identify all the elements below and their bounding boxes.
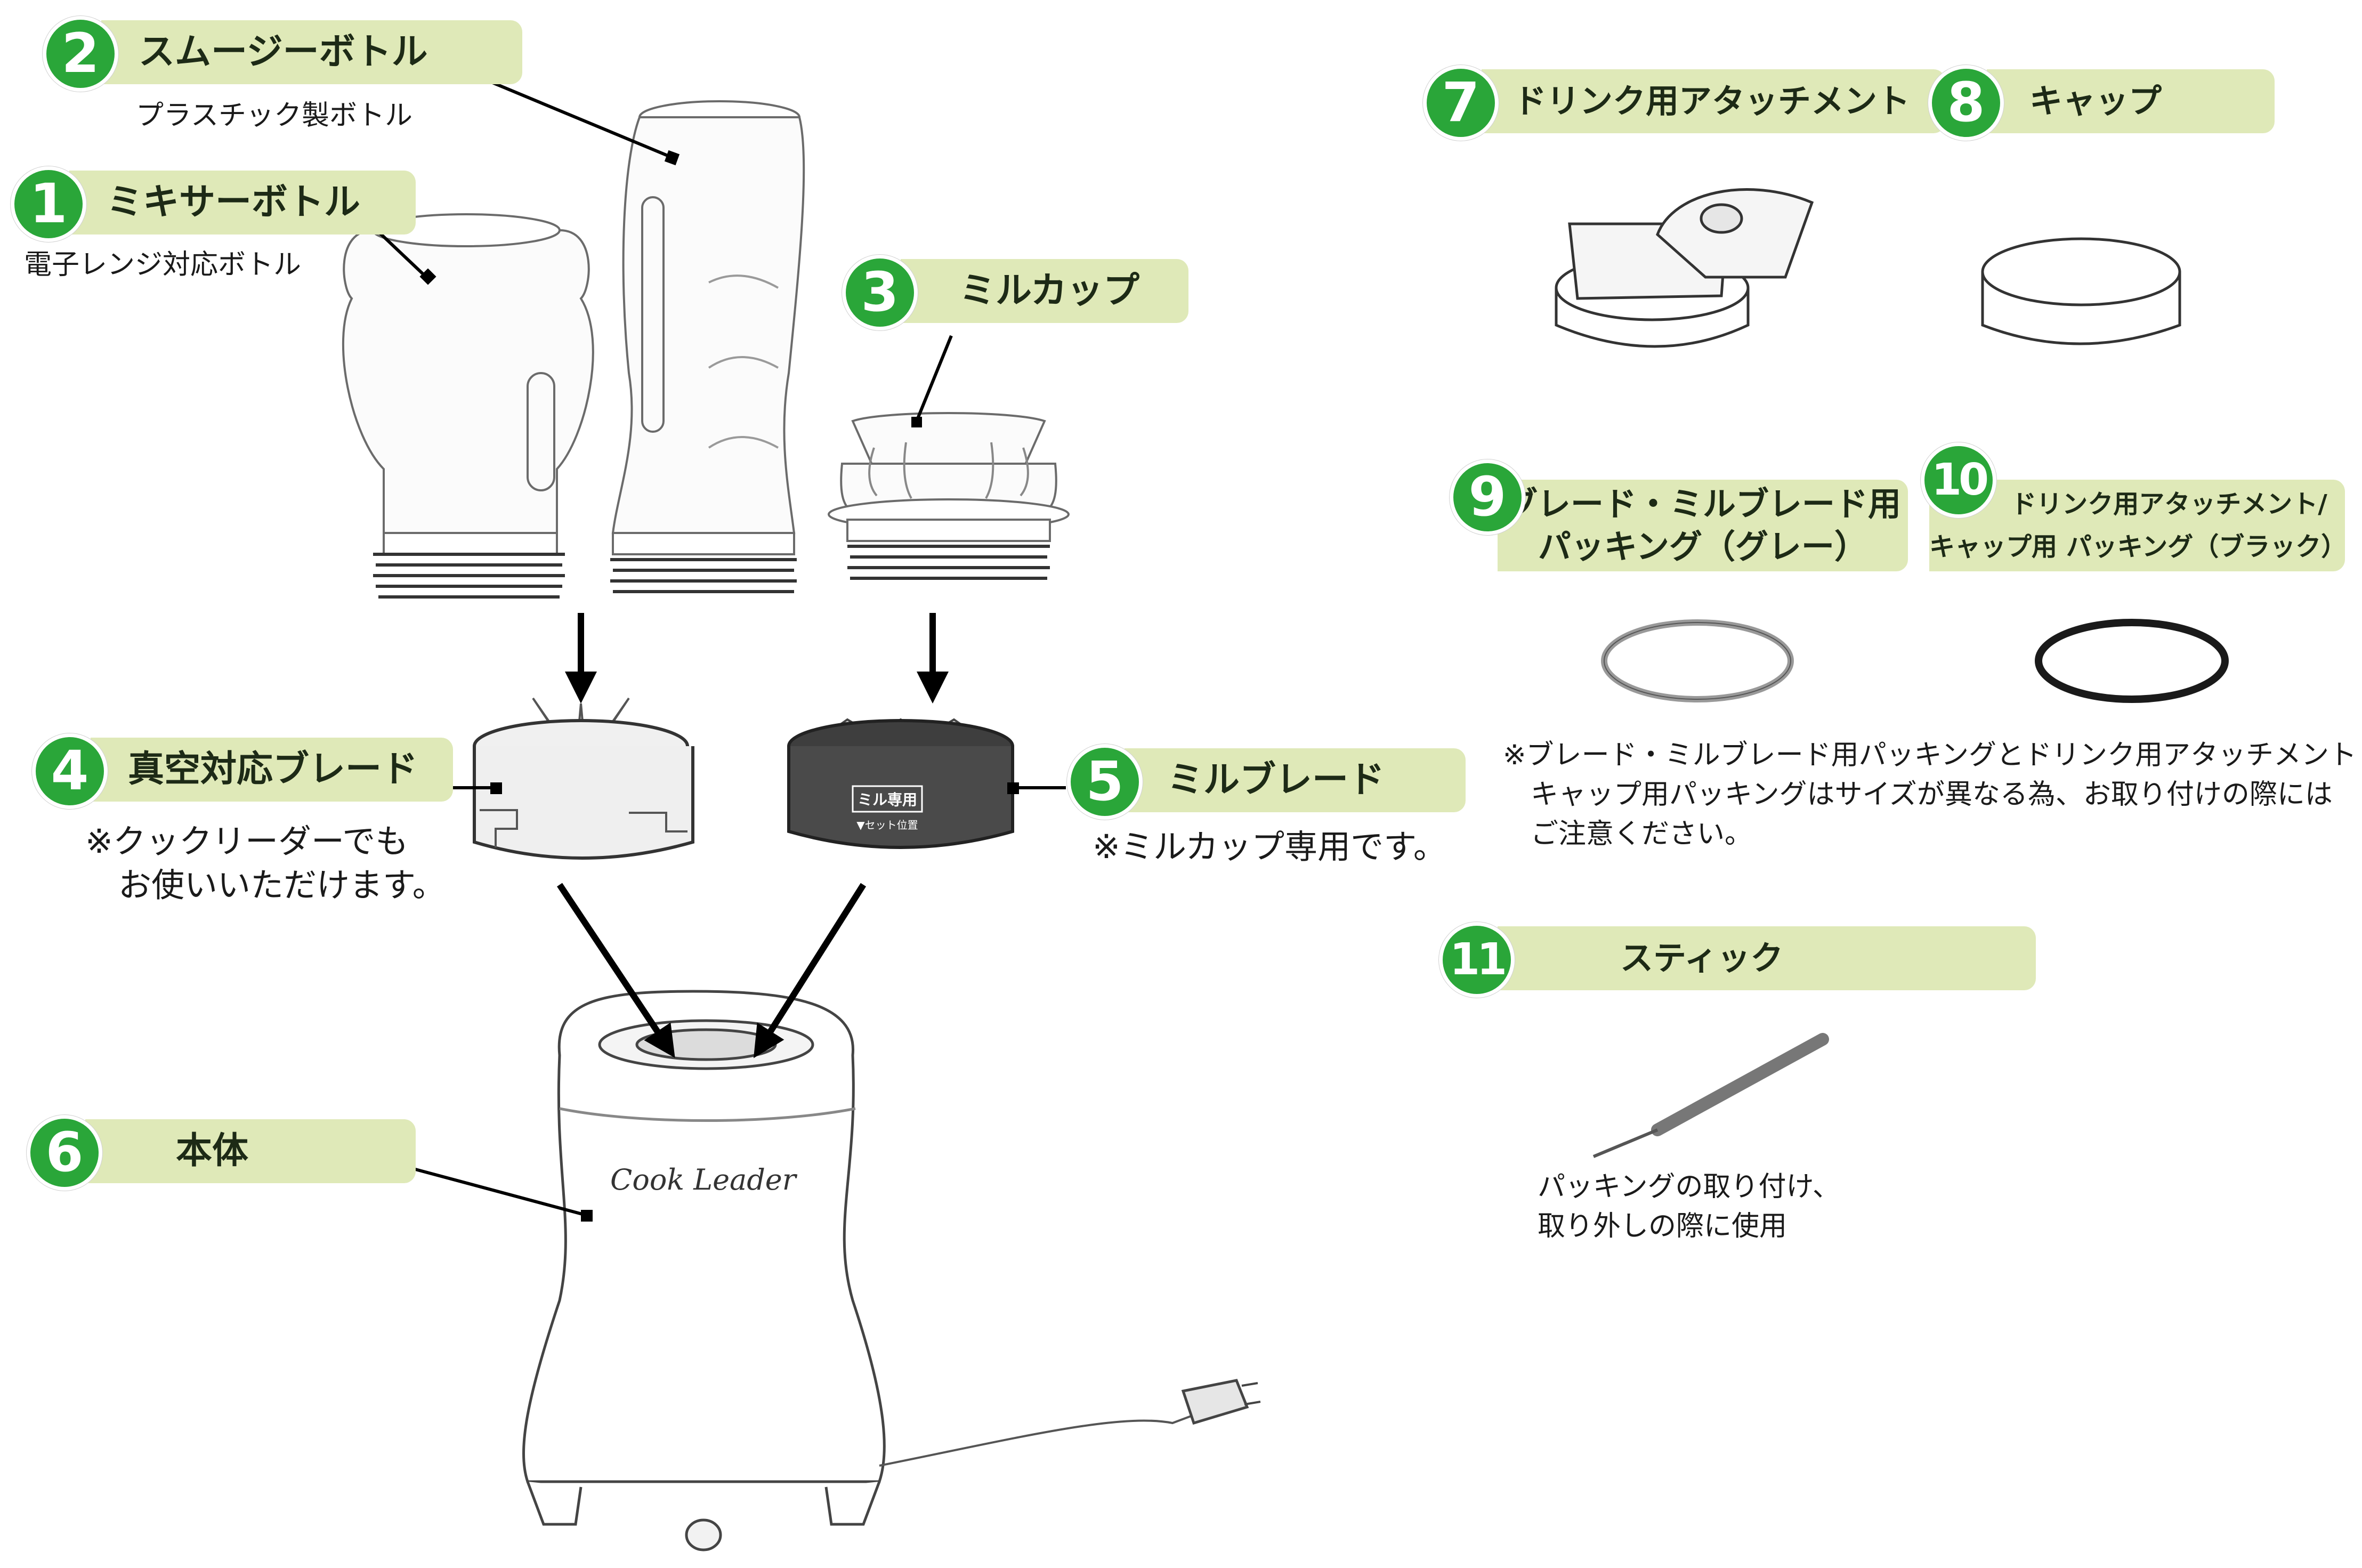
part-5-note: ※ミルカップ専用です。: [1093, 827, 1446, 866]
part-9-label-line-1: ブレード・ミルブレード用: [1504, 484, 1901, 523]
mill-blade-label: ミル専用: [858, 791, 917, 809]
part-4-note: ※クックリーダーでも お使いいただけます。: [85, 820, 446, 907]
part-1-label: ミキサーボトル: [69, 171, 416, 235]
cap-illustration: [1981, 237, 2181, 345]
arrow-millblade-to-body: [753, 883, 867, 1058]
arrow-blade-to-body: [557, 883, 675, 1058]
part-4-badge: 4: [32, 733, 108, 809]
gasket-note-line-3: ご注意ください。: [1531, 818, 1753, 850]
part-1-note: 電子レンジ対応ボトル: [24, 249, 302, 281]
drink-attachment-illustration: [1555, 188, 1814, 348]
vacuum-blade-illustration: [473, 697, 694, 860]
mill-blade-illustration: ミル専用 ▼セット位置: [787, 718, 1014, 849]
assembly-arrows: [557, 613, 949, 1058]
part-10-badge: 10: [1921, 442, 1996, 518]
mill-blade-set-mark: ▼セット位置: [856, 819, 918, 831]
mill-cup-illustration: [828, 412, 1070, 580]
part-8-badge: 8: [1928, 65, 2004, 141]
part-5-label: ミルブレード: [1125, 748, 1466, 812]
mixer-bottle-illustration: [342, 213, 594, 599]
leader-line-3: [915, 335, 953, 422]
part-2-badge: 2: [43, 16, 118, 92]
part-3-label: ミルカップ: [901, 259, 1188, 323]
part-11-badge: 11: [1439, 922, 1515, 998]
gasket-note-line-2: キャップ用パッキングはサイズが異なる為、お取り付けの際には: [1531, 779, 2333, 811]
part-4-label: 真空対応ブレード: [91, 738, 453, 802]
part-9-label-line-2: パッキング（グレー）: [1538, 527, 1868, 566]
part-10-label-line-2: キャップ用 パッキング（ブラック）: [1929, 532, 2347, 562]
leader-line-1: [374, 228, 428, 279]
gasket-note-line-1: ※ブレード・ミルブレード用パッキングとドリンク用アタッチメント /: [1503, 739, 2362, 771]
part-6-badge: 6: [27, 1115, 102, 1191]
part-1-badge: 1: [11, 166, 86, 242]
part-6-label: 本体: [85, 1119, 416, 1183]
leader-line-2: [479, 76, 673, 159]
part-2-note: プラスチック製ボトル: [136, 100, 412, 132]
part-10-label-line-1: ドリンク用アタッチメント/: [2011, 489, 2327, 519]
part-8-label: キャップ: [1987, 69, 2275, 133]
part-11-note: パッキングの取り付け、 取り外しの際に使用: [1538, 1167, 1840, 1246]
part-10-label: ドリンク用アタッチメント/ キャップ用 パッキング（ブラック）: [1929, 480, 2347, 571]
gasket-size-note: ※ブレード・ミルブレード用パッキングとドリンク用アタッチメント / キャップ用パ…: [1503, 735, 2362, 854]
black-gasket-illustration: [2035, 619, 2229, 703]
part-7-badge: 7: [1423, 65, 1499, 141]
part-9-label: ブレード・ミルブレード用 パッキング（グレー）: [1498, 480, 1908, 571]
part-2-label: スムージーボトル: [101, 20, 522, 84]
part-11-note-line-1: パッキングの取り付け、: [1538, 1171, 1840, 1203]
part-3-badge: 3: [842, 255, 918, 330]
part-11-note-line-2: 取り外しの際に使用: [1538, 1210, 1787, 1242]
stick-illustration: [1592, 1033, 1829, 1158]
part-4-note-line-2: お使いいただけます。: [118, 866, 446, 904]
part-11-label: スティック: [1498, 926, 2036, 990]
brand-logo: Cook Leader: [610, 1163, 798, 1197]
main-body-illustration: Cook Leader: [522, 990, 1261, 1551]
smoothie-bottle-illustration: [610, 100, 805, 593]
part-9-badge: 9: [1450, 459, 1525, 535]
part-7-label: ドリンク用アタッチメント: [1482, 69, 1945, 133]
part-5-badge: 5: [1067, 744, 1143, 820]
part-4-note-line-1: ※クックリーダーでも: [85, 822, 409, 861]
